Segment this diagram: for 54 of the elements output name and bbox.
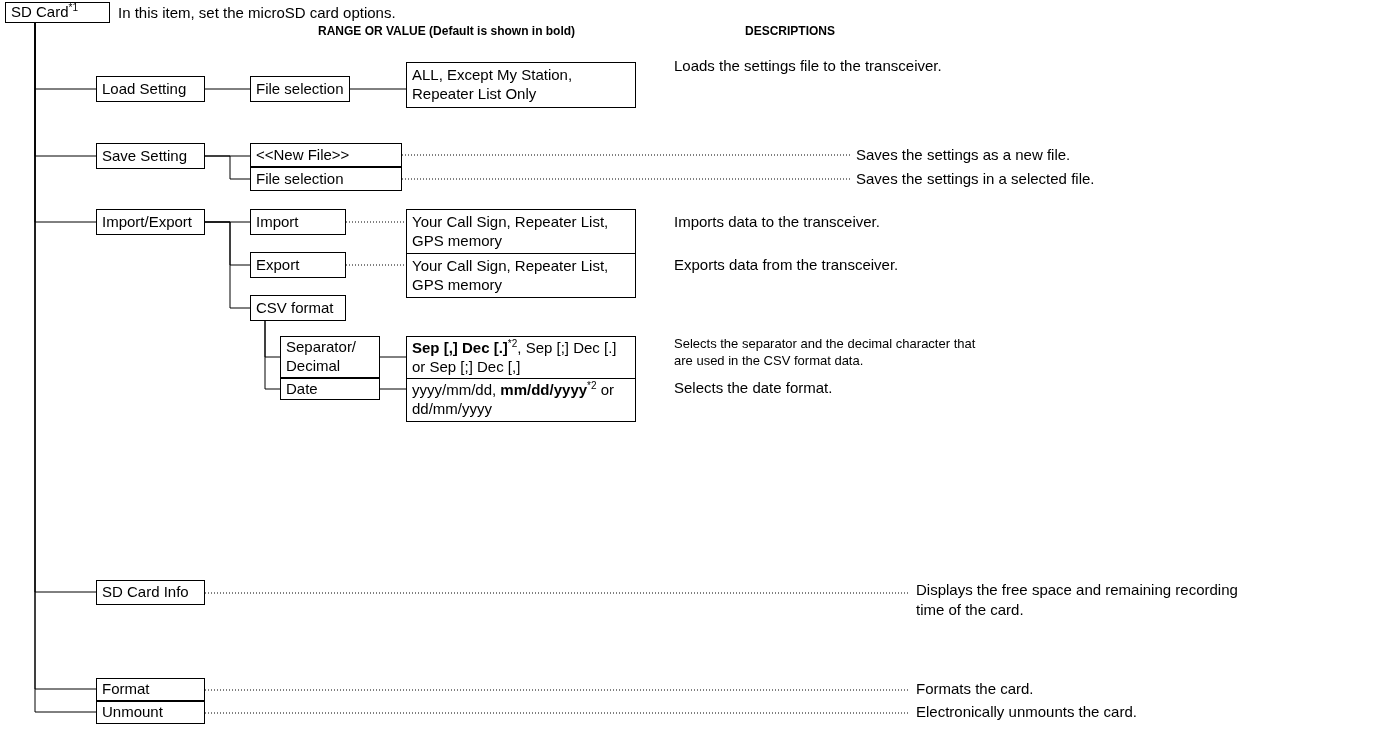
menu-label: Import (256, 212, 299, 232)
menu-box (250, 76, 350, 102)
menu-label: CSV format (256, 298, 334, 318)
item-description: Loads the settings file to the transceiver. (674, 56, 943, 76)
connector-line (204, 88, 251, 90)
menu-box (406, 378, 636, 422)
menu-box (96, 580, 205, 605)
item-description: Imports data to the transceiver. (674, 212, 881, 232)
column-heading: DESCRIPTIONS (745, 24, 835, 38)
menu-label: Format (102, 680, 150, 699)
menu-box (96, 76, 205, 102)
menu-label: Import/Export (102, 212, 193, 232)
menu-label: yyyy/mm/dd, mm/dd/yyyy$^{*2}$ or dd/mm/yyyy (412, 381, 616, 419)
connector-line (379, 356, 407, 358)
menu-label: Export (256, 255, 300, 275)
connector-line (204, 155, 251, 180)
menu-box (406, 62, 636, 108)
menu-label: ALL, Except My Station, Repeater List Only (412, 66, 574, 104)
item-description: Exports data from the transceiver. (674, 255, 900, 275)
item-description: Selects the separator and the decimal character that are used in the CSV format data. (674, 336, 977, 370)
menu-label: Your Call Sign, Repeater List, GPS memory (412, 212, 610, 251)
menu-label: Unmount (102, 703, 163, 722)
menu-label: Separator/ Decimal (286, 338, 358, 376)
menu-label: SD Card Info (102, 583, 189, 602)
menu-box (96, 209, 205, 235)
menu-box (406, 336, 636, 379)
menu-label: SD Card$^{*1}$ (11, 3, 78, 22)
menu-box (250, 167, 402, 191)
column-heading: RANGE OR VALUE (Default is shown in bold) (318, 24, 576, 38)
connector-line (204, 221, 251, 309)
menu-label: File selection (256, 169, 344, 189)
menu-box (5, 2, 110, 23)
menu-box (250, 143, 402, 167)
item-description: Selects the date format. (674, 378, 834, 398)
menu-box (250, 209, 346, 235)
menu-box (96, 678, 205, 701)
menu-box (406, 253, 636, 298)
menu-box (280, 336, 380, 378)
menu-label: File selection (256, 79, 344, 99)
connector-line (264, 320, 281, 390)
connector-line (379, 388, 407, 390)
menu-label: <<New File>> (256, 145, 350, 165)
menu-box (96, 701, 205, 724)
menu-label: Your Call Sign, Repeater List, GPS memory (412, 256, 610, 295)
menu-label: Load Setting (102, 79, 187, 99)
menu-box (96, 143, 205, 169)
menu-box (406, 209, 636, 254)
menu-box (250, 295, 346, 321)
connector-line (349, 88, 407, 90)
item-description: In this item, set the microSD card options. (118, 3, 397, 23)
menu-label: Date (286, 379, 318, 399)
menu-box (280, 378, 380, 400)
menu-box (250, 252, 346, 278)
menu-label: Save Setting (102, 146, 188, 166)
